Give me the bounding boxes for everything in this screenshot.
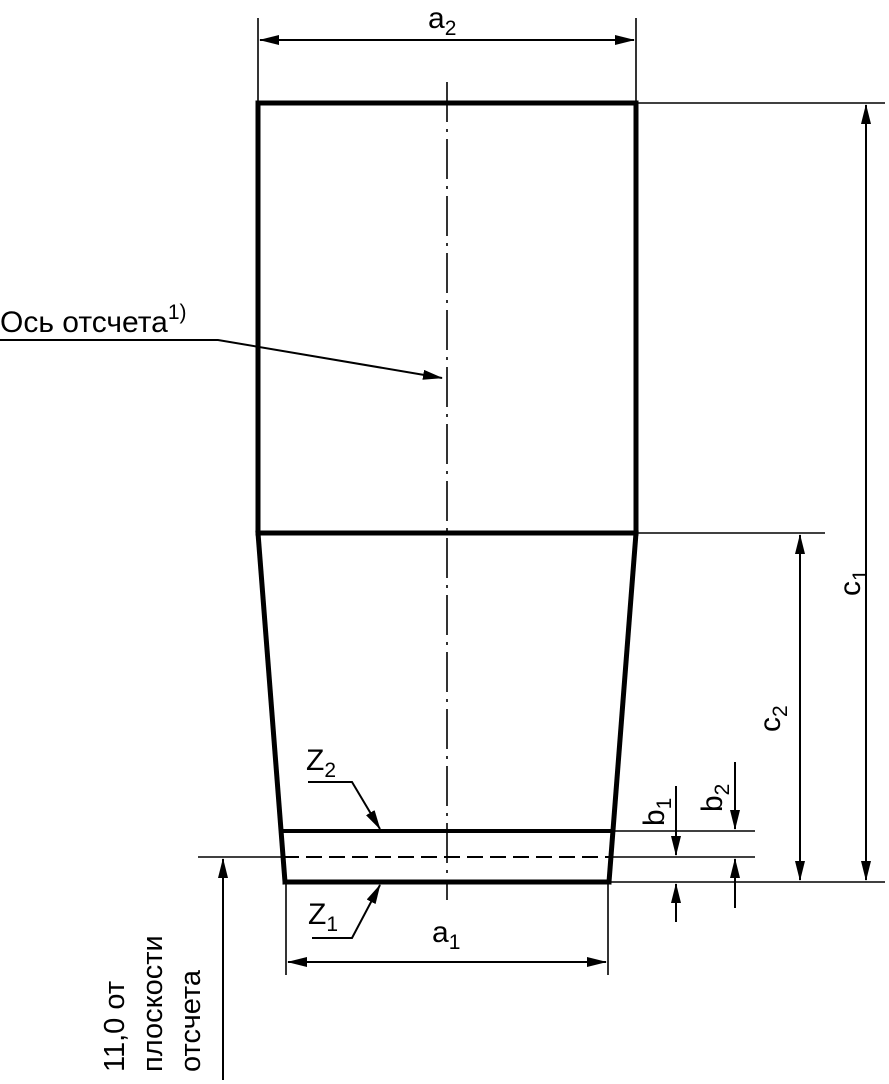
aux-lines xyxy=(198,18,885,975)
label-c1: c1 xyxy=(834,569,872,596)
label-axis: Ось отсчета1) xyxy=(0,301,187,339)
label-b2: b2 xyxy=(696,784,734,812)
label-a1: a1 xyxy=(432,916,460,954)
label-z2: Z2 xyxy=(306,744,336,782)
leaders xyxy=(0,339,443,939)
dimension-lines xyxy=(218,35,871,1080)
axis-leader xyxy=(0,339,443,380)
ref-note-line2: плоскости xyxy=(137,935,169,1072)
label-a2: a2 xyxy=(428,2,456,40)
right-taper-edge xyxy=(606,530,639,885)
ref-note-line3: отсчета xyxy=(175,969,207,1072)
z2-leader xyxy=(308,781,381,830)
label-z1: Z1 xyxy=(308,898,338,936)
label-b1: b1 xyxy=(638,798,676,826)
label-c2: c2 xyxy=(754,705,792,732)
ref-note-line1: 11,0 от xyxy=(99,981,131,1072)
body-outline xyxy=(255,100,639,885)
z1-leader xyxy=(312,884,381,939)
left-taper-edge xyxy=(255,530,288,885)
